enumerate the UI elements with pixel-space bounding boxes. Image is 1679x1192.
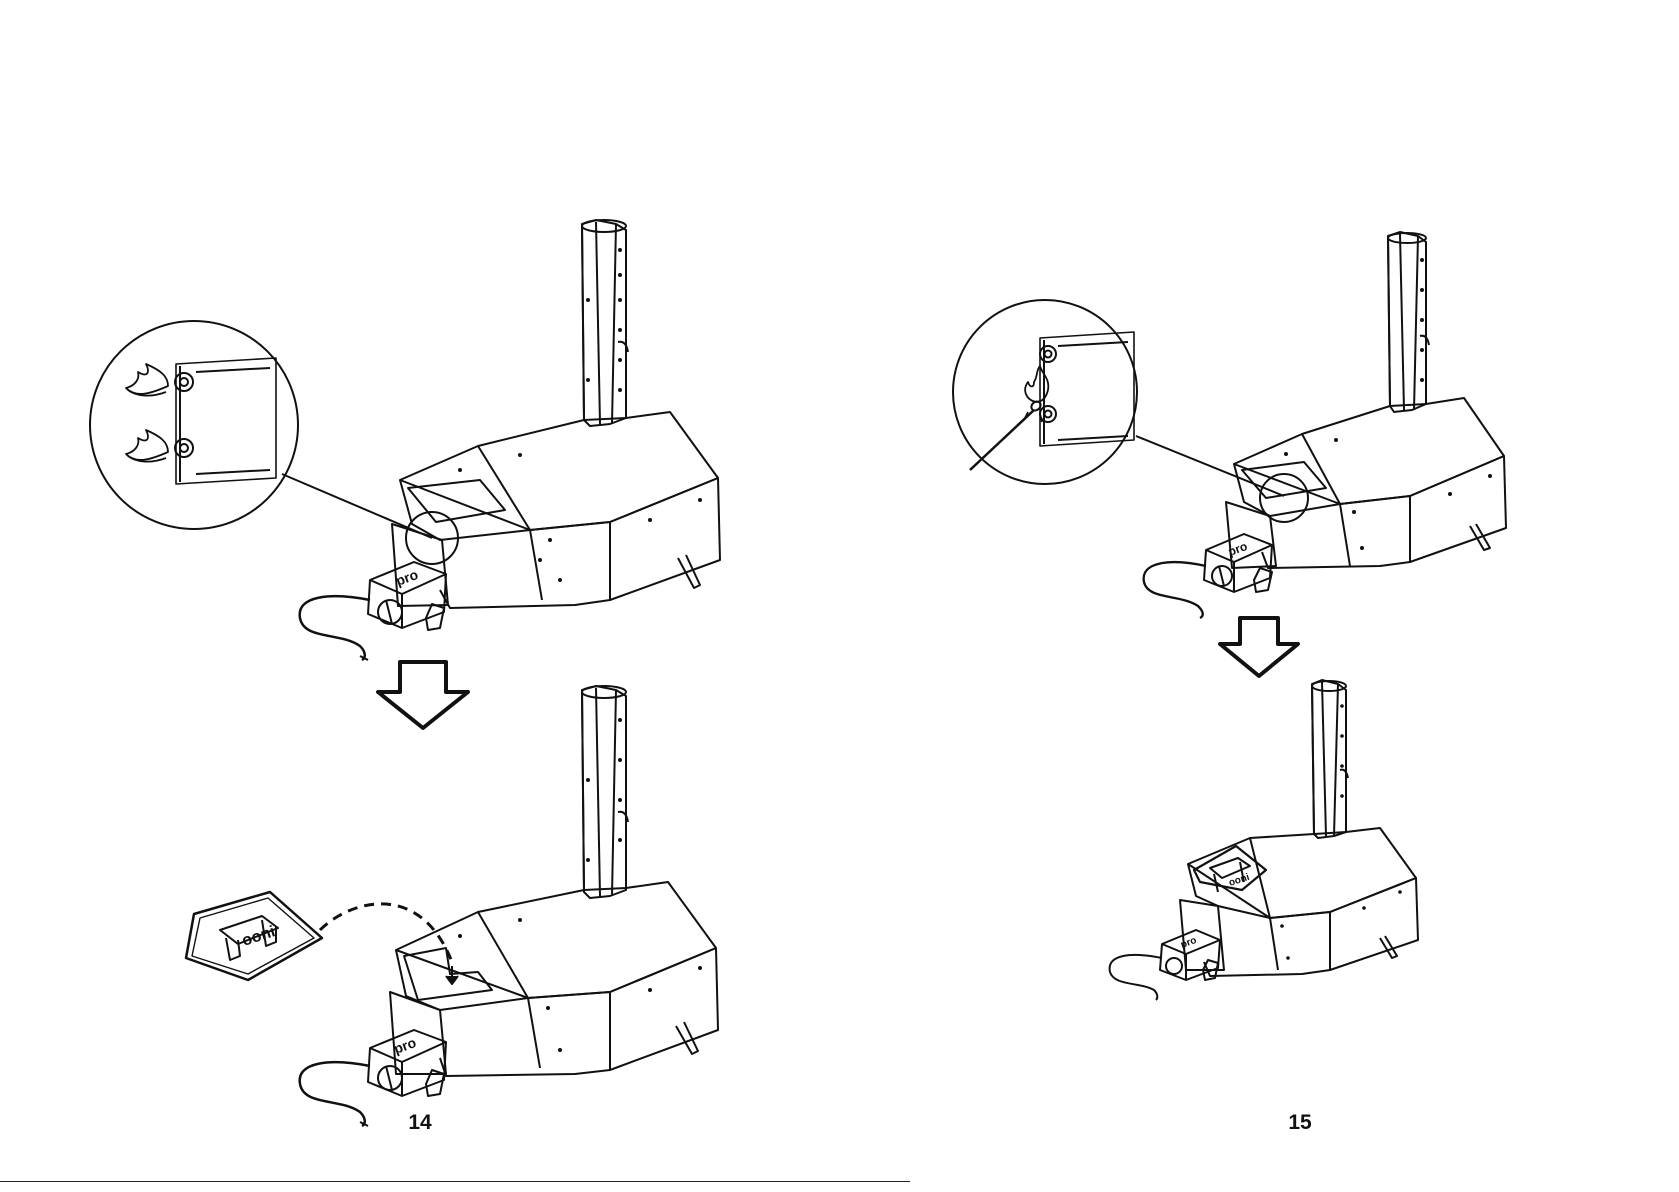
stone-baffle: ooni — [186, 892, 322, 980]
illustration-step-14: pro — [0, 0, 839, 1192]
flame-icon — [126, 430, 168, 462]
oven-with-stone-baffle: pro — [300, 686, 718, 1126]
burner-brand-label: pro — [1179, 935, 1198, 951]
flame-icon — [126, 364, 168, 396]
match-light-callout — [953, 300, 1137, 484]
arrow-down-icon — [1220, 618, 1298, 676]
baffle-brand-label: ooni — [240, 923, 277, 950]
oven-assembled: ooni pro — [1110, 680, 1418, 1000]
arrow-down-icon — [378, 662, 468, 728]
flame-zoom-callout — [90, 321, 298, 529]
oven-top: pro — [1144, 232, 1506, 618]
page-number: 15 — [1270, 1111, 1330, 1135]
page-number: 14 — [390, 1111, 450, 1135]
page-15: pro — [840, 0, 1679, 1192]
footer-rule — [0, 1181, 910, 1182]
page-14: pro — [0, 0, 839, 1192]
oven-top: pro — [300, 220, 720, 660]
illustration-step-15: pro — [840, 0, 1679, 1192]
